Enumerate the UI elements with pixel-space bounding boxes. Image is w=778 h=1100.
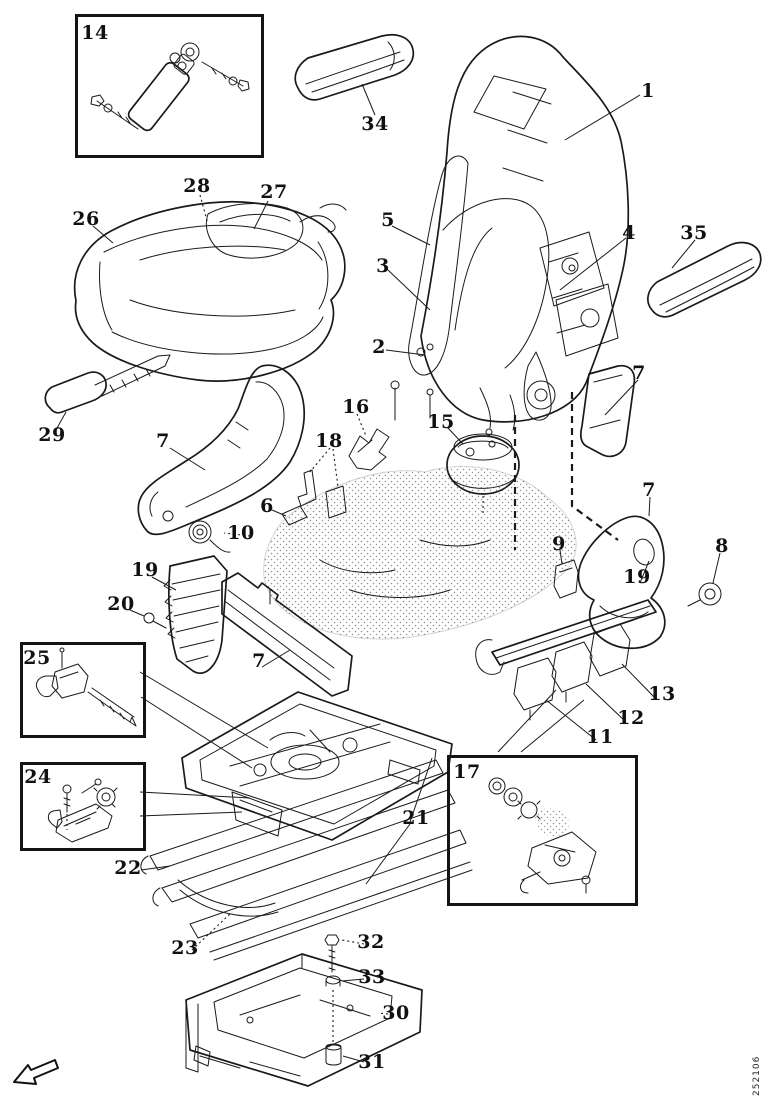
callout-7: 7 <box>156 430 170 452</box>
side-shield-left <box>137 364 306 536</box>
callout-28: 28 <box>183 175 211 197</box>
callout-32: 32 <box>357 931 385 953</box>
callout-30: 30 <box>382 1002 410 1024</box>
callout-12: 12 <box>617 707 645 729</box>
callout-31: 31 <box>358 1051 386 1073</box>
callout-19: 19 <box>623 566 651 588</box>
inset-box-25 <box>20 642 146 738</box>
callout-21: 21 <box>402 807 430 829</box>
callout-3: 3 <box>376 255 390 277</box>
callout-34: 34 <box>361 113 389 135</box>
rod-inset <box>35 647 137 727</box>
callout-10: 10 <box>227 522 255 544</box>
callout-16: 16 <box>342 396 370 418</box>
callout-19: 19 <box>131 559 159 581</box>
callout-4: 4 <box>622 222 636 244</box>
callout-7: 7 <box>632 362 646 384</box>
callout-7: 7 <box>252 650 266 672</box>
armrest-right <box>647 241 762 318</box>
leader-lines <box>56 83 721 1063</box>
slide-rails <box>140 759 473 961</box>
callout-26: 26 <box>72 208 100 230</box>
release-strap <box>44 354 171 414</box>
inset-box-24 <box>20 762 146 851</box>
callout-14: 14 <box>81 22 109 44</box>
callout-8: 8 <box>715 535 729 557</box>
drawing-number: 252106 <box>752 1055 762 1096</box>
latch-lever <box>348 428 390 471</box>
trim-strip <box>221 572 353 697</box>
seat-back-strap <box>579 364 636 458</box>
seat-back-shell <box>408 35 630 423</box>
callout-2: 2 <box>372 336 386 358</box>
callout-23: 23 <box>171 937 199 959</box>
callout-17: 17 <box>453 761 481 783</box>
bracket-inset <box>47 778 118 843</box>
right-rail-brackets <box>475 599 657 721</box>
recliner-mechanism <box>416 231 619 436</box>
callout-11: 11 <box>586 726 614 748</box>
callout-18: 18 <box>315 430 343 452</box>
callout-13: 13 <box>648 683 676 705</box>
callout-35: 35 <box>680 222 708 244</box>
base-pedestal <box>185 953 423 1087</box>
callout-1: 1 <box>641 80 655 102</box>
callout-5: 5 <box>381 209 395 231</box>
callout-20: 20 <box>107 593 135 615</box>
callout-15: 15 <box>427 411 455 433</box>
callout-6: 6 <box>260 495 274 517</box>
callout-25: 25 <box>23 647 51 669</box>
latch-inset <box>488 777 597 894</box>
finned-bracket <box>143 555 228 674</box>
armrest-left <box>294 33 415 101</box>
alignment-dashes <box>513 392 619 550</box>
foam-pad <box>263 380 577 640</box>
inset-box-17 <box>447 755 638 906</box>
callout-22: 22 <box>114 857 142 879</box>
direction-arrow <box>13 1059 59 1085</box>
mount-bolt <box>324 934 342 1066</box>
damper-inset <box>90 42 250 132</box>
inset-box-14 <box>75 14 264 158</box>
callout-9: 9 <box>552 533 566 555</box>
callout-33: 33 <box>358 966 386 988</box>
callout-24: 24 <box>24 766 52 788</box>
callout-29: 29 <box>38 424 66 446</box>
callout-27: 27 <box>260 181 288 203</box>
seat-cushion <box>73 200 347 382</box>
callout-7: 7 <box>642 479 656 501</box>
